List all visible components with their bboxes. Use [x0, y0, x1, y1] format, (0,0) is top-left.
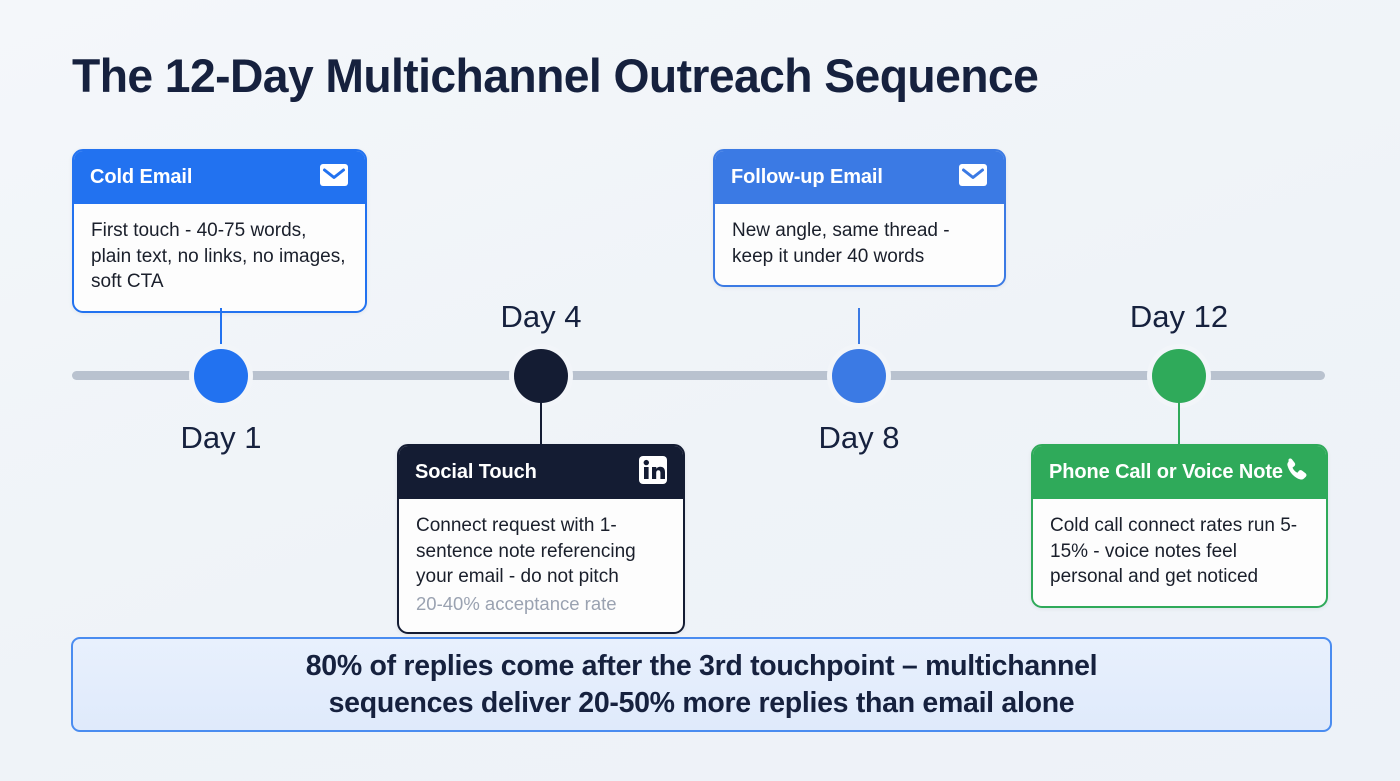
card-body-follow-up-email: New angle, same thread - keep it under 4… — [732, 220, 950, 267]
card-header-cold-email: Cold Email — [74, 151, 365, 204]
day-label-day12: Day 12 — [1129, 299, 1229, 334]
card-title-follow-up-email: Follow-up Email — [731, 166, 883, 188]
card-header-social-touch: Social Touch — [399, 446, 683, 499]
timeline-bar — [72, 371, 1325, 380]
card-header-follow-up-email: Follow-up Email — [715, 151, 1004, 204]
card-follow-up-email[interactable]: Follow-up Email New angle, same thread -… — [713, 149, 1006, 287]
page-title: The 12-Day Multichannel Outreach Sequenc… — [72, 49, 1039, 102]
phone-icon — [1283, 457, 1311, 488]
connector-stem-day8 — [858, 308, 860, 355]
timeline-node-day12[interactable] — [1152, 349, 1206, 403]
card-title-phone-call: Phone Call or Voice Note — [1049, 461, 1283, 483]
summary-line-1: 80% of replies come after the 3rd touchp… — [305, 649, 1098, 682]
card-body-social-touch: Connect request with 1-sentence note ref… — [399, 499, 683, 632]
day-label-day8: Day 8 — [818, 420, 900, 455]
linkedin-icon — [639, 456, 667, 489]
card-subtext-social-touch: 20-40% acceptance rate — [416, 592, 617, 614]
card-title-cold-email: Cold Email — [90, 166, 193, 188]
summary-line-2: sequences deliver 20-50% more replies th… — [328, 686, 1075, 719]
card-phone-call[interactable]: Phone Call or Voice Note Cold call conne… — [1031, 444, 1328, 608]
day-label-day4: Day 4 — [500, 299, 582, 334]
card-social-touch[interactable]: Social Touch Connect request with 1-sent… — [397, 444, 685, 634]
connector-stem-day4 — [540, 400, 542, 445]
connector-stem-day12 — [1178, 400, 1180, 445]
envelope-icon — [319, 163, 349, 192]
card-header-phone-call: Phone Call or Voice Note — [1033, 446, 1326, 499]
summary-banner: 80% of replies come after the 3rd touchp… — [71, 637, 1332, 732]
timeline-node-day4[interactable] — [514, 349, 568, 403]
summary-banner-text: 80% of replies come after the 3rd touchp… — [278, 648, 1126, 722]
card-title-social-touch: Social Touch — [415, 461, 537, 483]
card-body-cold-email: First touch - 40-75 words, plain text, n… — [91, 220, 346, 292]
card-body-phone-call: Cold call connect rates run 5-15% - voic… — [1050, 515, 1298, 587]
connector-stem-day1 — [220, 308, 222, 355]
envelope-icon — [958, 163, 988, 192]
day-label-day1: Day 1 — [180, 420, 262, 455]
timeline-node-day8[interactable] — [832, 349, 886, 403]
card-body-text-social-touch: Connect request with 1-sentence note ref… — [416, 515, 636, 587]
card-cold-email[interactable]: Cold Email First touch - 40-75 words, pl… — [72, 149, 367, 313]
timeline-node-day1[interactable] — [194, 349, 248, 403]
